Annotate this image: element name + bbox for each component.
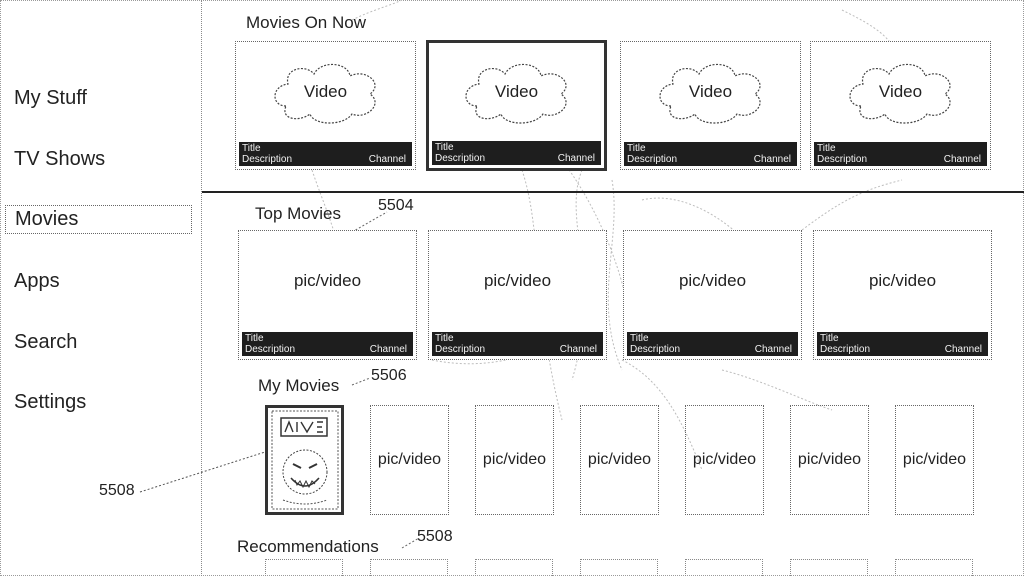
sidebar-item-search[interactable]: Search	[14, 331, 78, 353]
sidebar-nav: My Stuff TV Shows Movies Apps Search Set…	[0, 0, 202, 576]
reference-number: 5506	[371, 367, 407, 384]
sidebar-item-settings[interactable]: Settings	[14, 391, 87, 413]
card-channel: Channel	[754, 344, 792, 355]
card-description: Description	[627, 154, 678, 165]
card-description: Description	[435, 153, 486, 164]
sidebar-item-apps[interactable]: Apps	[14, 270, 60, 292]
card-title: Title	[245, 333, 264, 344]
movie-card[interactable]: pic/video Title Description Channel	[238, 230, 417, 360]
poster-card[interactable]: pic/video	[790, 405, 869, 515]
media-placeholder: pic/video	[814, 231, 991, 331]
media-label: pic/video	[377, 451, 442, 468]
card-info-bar: Title Description Channel	[432, 141, 601, 165]
card-info-bar: Title Description Channel	[239, 142, 412, 166]
card-description: Description	[820, 344, 871, 355]
card-title: Title	[817, 143, 836, 154]
reference-number: 5508	[417, 528, 453, 545]
card-description: Description	[817, 154, 868, 165]
card-channel: Channel	[368, 154, 406, 165]
movie-card[interactable]: pic/video Title Description Channel	[428, 230, 607, 360]
media-label: pic/video	[692, 451, 757, 468]
media-label: pic/video	[797, 451, 862, 468]
recommendation-card[interactable]	[370, 559, 448, 576]
card-description: Description	[435, 344, 486, 355]
recommendation-card[interactable]	[685, 559, 763, 576]
card-info-bar: Title Description Channel	[624, 142, 797, 166]
movie-card[interactable]: pic/video Title Description Channel	[623, 230, 802, 360]
movie-card-focused[interactable]: Video Title Description Channel	[426, 40, 607, 171]
card-title: Title	[820, 333, 839, 344]
media-label: pic/video	[902, 451, 967, 468]
recommendation-card[interactable]	[895, 559, 973, 576]
media-placeholder: pic/video	[239, 231, 416, 331]
section-title-top-movies: Top Movies	[255, 204, 341, 223]
card-info-bar: Title Description Channel	[432, 332, 603, 356]
poster-card[interactable]: pic/video	[580, 405, 659, 515]
movie-card[interactable]: Video Title Description Channel	[235, 41, 416, 170]
card-channel: Channel	[944, 344, 982, 355]
video-label: Video	[494, 81, 539, 101]
recommendation-card[interactable]	[475, 559, 553, 576]
cloud-icon	[848, 63, 951, 124]
card-channel: Channel	[943, 154, 981, 165]
video-label: Video	[688, 81, 733, 101]
sidebar-item-movies[interactable]: Movies	[5, 205, 192, 234]
section-divider	[202, 191, 1024, 193]
cloud-icon	[273, 63, 376, 124]
recommendation-card[interactable]	[790, 559, 868, 576]
movie-card[interactable]: pic/video Title Description Channel	[813, 230, 992, 360]
cloud-icon	[464, 63, 567, 124]
media-label: pic/video	[678, 271, 747, 290]
poster-card[interactable]: pic/video	[685, 405, 764, 515]
main-content: Movies On Now Video Title Description Ch…	[202, 0, 1024, 576]
sidebar-item-my-stuff[interactable]: My Stuff	[14, 87, 87, 109]
reference-number: 5508	[99, 482, 135, 499]
video-thumbnail: Video	[429, 43, 604, 140]
section-title-recommendations: Recommendations	[237, 537, 379, 556]
media-label: pic/video	[483, 271, 552, 290]
poster-card[interactable]: pic/video	[895, 405, 974, 515]
card-title: Title	[435, 333, 454, 344]
card-channel: Channel	[557, 153, 595, 164]
card-channel: Channel	[559, 344, 597, 355]
video-thumbnail: Video	[811, 42, 990, 141]
card-title: Title	[242, 143, 261, 154]
section-title-my-movies: My Movies	[258, 376, 340, 395]
movie-poster-art	[271, 410, 338, 510]
poster-card[interactable]: pic/video	[475, 405, 554, 515]
recommendation-card[interactable]	[580, 559, 658, 576]
card-info-bar: Title Description Channel	[817, 332, 988, 356]
card-info-bar: Title Description Channel	[814, 142, 987, 166]
card-description: Description	[630, 344, 681, 355]
recommendation-card[interactable]	[265, 559, 343, 576]
card-info-bar: Title Description Channel	[242, 332, 413, 356]
video-label: Video	[303, 81, 348, 101]
cloud-icon	[658, 63, 761, 124]
section-title-movies-on-now: Movies On Now	[246, 13, 366, 32]
movie-card[interactable]: Video Title Description Channel	[620, 41, 801, 170]
card-info-bar: Title Description Channel	[627, 332, 798, 356]
card-title: Title	[627, 143, 646, 154]
movie-card[interactable]: Video Title Description Channel	[810, 41, 991, 170]
video-label: Video	[878, 81, 923, 101]
media-label: pic/video	[293, 271, 362, 290]
media-label: pic/video	[482, 451, 547, 468]
card-description: Description	[245, 344, 296, 355]
sidebar-item-tv-shows[interactable]: TV Shows	[14, 148, 106, 170]
video-thumbnail: Video	[236, 42, 415, 141]
media-label: pic/video	[587, 451, 652, 468]
media-label: pic/video	[868, 271, 937, 290]
card-channel: Channel	[753, 154, 791, 165]
media-placeholder: pic/video	[624, 231, 801, 331]
media-placeholder: pic/video	[429, 231, 606, 331]
reference-number: 5504	[378, 197, 414, 214]
card-title: Title	[435, 142, 454, 153]
card-description: Description	[242, 154, 293, 165]
card-channel: Channel	[369, 344, 407, 355]
card-title: Title	[630, 333, 649, 344]
video-thumbnail: Video	[621, 42, 800, 141]
poster-card[interactable]: pic/video	[370, 405, 449, 515]
poster-card-focused[interactable]	[265, 405, 344, 515]
